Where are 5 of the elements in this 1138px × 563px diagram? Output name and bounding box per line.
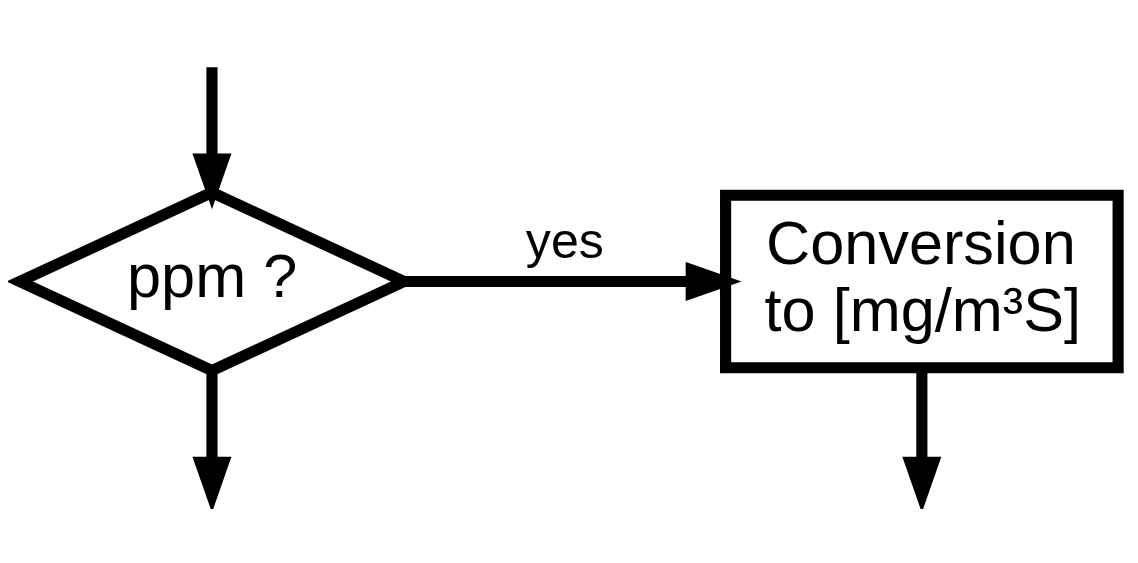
arrow — [404, 261, 742, 302]
arrow — [192, 371, 232, 509]
edge-label: yes — [525, 212, 604, 269]
arrow — [192, 67, 232, 210]
node-box: Conversion to [mg/m³S] — [720, 189, 1124, 374]
